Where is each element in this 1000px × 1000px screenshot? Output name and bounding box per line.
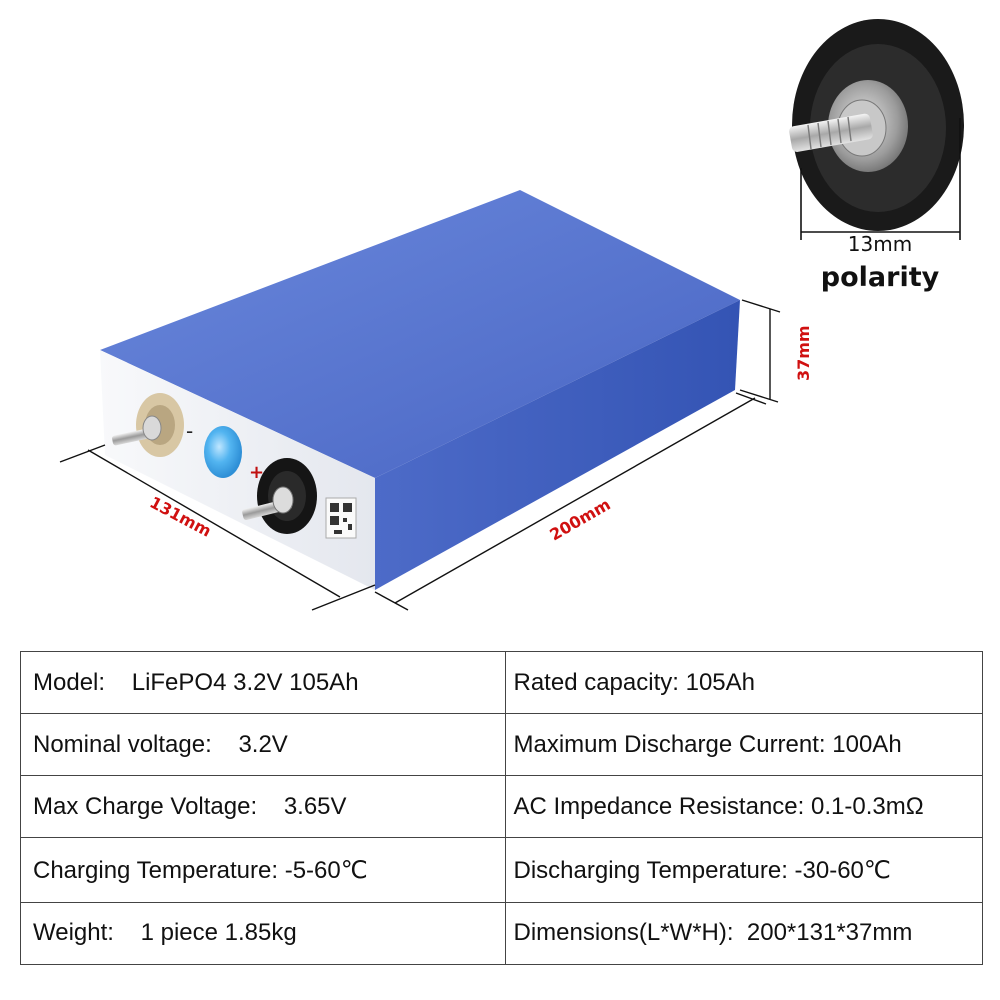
spec-value: 105Ah <box>685 668 755 696</box>
table-row: Max Charge Voltage: 3.65V AC Impedance R… <box>20 775 983 839</box>
cell-top-face <box>100 190 740 478</box>
spec-value: 100Ah <box>832 730 902 758</box>
spec-cell-charging-temperature: Charging Temperature: -5-60℃ <box>20 837 506 903</box>
dimension-lines <box>59 299 781 611</box>
spec-label: Discharging Temperature: <box>513 856 788 884</box>
spec-cell-nominal-voltage: Nominal voltage: 3.2V <box>20 713 506 777</box>
polarity-title: polarity <box>820 262 940 293</box>
length-dimension-label: 200mm <box>546 495 613 545</box>
cell-side-face <box>375 300 740 590</box>
spec-label: Charging Temperature: <box>33 856 279 884</box>
spec-value: -30-60℃ <box>794 856 891 884</box>
spec-cell-ac-impedance: AC Impedance Resistance: 0.1-0.3mΩ <box>504 775 983 839</box>
spec-value: 0.1-0.3mΩ <box>810 792 924 820</box>
spec-cell-discharging-temperature: Discharging Temperature: -30-60℃ <box>504 837 983 903</box>
spec-value: 3.65V <box>283 792 347 820</box>
spec-value: -5-60℃ <box>284 856 368 884</box>
spec-label: Max Charge Voltage: <box>33 792 258 820</box>
spec-table: Model: LiFePO4 3.2V 105Ah Rated capacity… <box>20 650 983 966</box>
terminal-closeup-image <box>789 19 964 240</box>
table-row: Charging Temperature: -5-60℃ Discharging… <box>20 837 983 903</box>
spec-label: Nominal voltage: <box>33 730 212 758</box>
spec-label: Maximum Discharge Current: <box>513 730 826 758</box>
polarity-inset: 13mm polarity <box>770 0 1000 310</box>
table-row: Model: LiFePO4 3.2V 105Ah Rated capacity… <box>20 650 983 715</box>
spec-cell-rated-capacity: Rated capacity: 105Ah <box>504 650 983 715</box>
terminal-diameter-label: 13mm <box>847 232 913 256</box>
negative-sign: - <box>186 419 193 443</box>
spec-cell-model: Model: LiFePO4 3.2V 105Ah <box>20 650 506 715</box>
inset-dimension-lines <box>800 118 961 240</box>
spec-label: Dimensions(L*W*H): <box>513 919 734 947</box>
spec-label: AC Impedance Resistance: <box>513 792 805 820</box>
battery-cell-illustration: - + 131mm 200mm 37mm <box>59 190 813 611</box>
table-row: Weight: 1 piece 1.85kg Dimensions(L*W*H)… <box>20 901 983 966</box>
spec-cell-weight: Weight: 1 piece 1.85kg <box>20 901 506 966</box>
spec-value: 1 piece 1.85kg <box>140 919 297 947</box>
table-row: Nominal voltage: 3.2V Maximum Discharge … <box>20 713 983 777</box>
spec-value: 200*131*37mm <box>746 919 913 947</box>
spec-cell-dimensions: Dimensions(L*W*H): 200*131*37mm <box>504 901 983 966</box>
spec-value: LiFePO4 3.2V 105Ah <box>131 668 359 696</box>
safety-vent <box>204 426 242 478</box>
negative-terminal <box>112 393 184 457</box>
qr-code-label <box>325 497 357 539</box>
spec-label: Rated capacity: <box>513 668 679 696</box>
positive-terminal <box>242 458 317 534</box>
spec-cell-max-charge-voltage: Max Charge Voltage: 3.65V <box>20 775 506 839</box>
spec-value: 3.2V <box>238 730 288 758</box>
positive-sign: + <box>249 462 264 483</box>
spec-label: Model: <box>33 668 106 696</box>
spec-cell-max-discharge-current: Maximum Discharge Current: 100Ah <box>504 713 983 777</box>
spec-label: Weight: <box>33 919 114 947</box>
height-dimension-label: 37mm <box>794 325 813 381</box>
